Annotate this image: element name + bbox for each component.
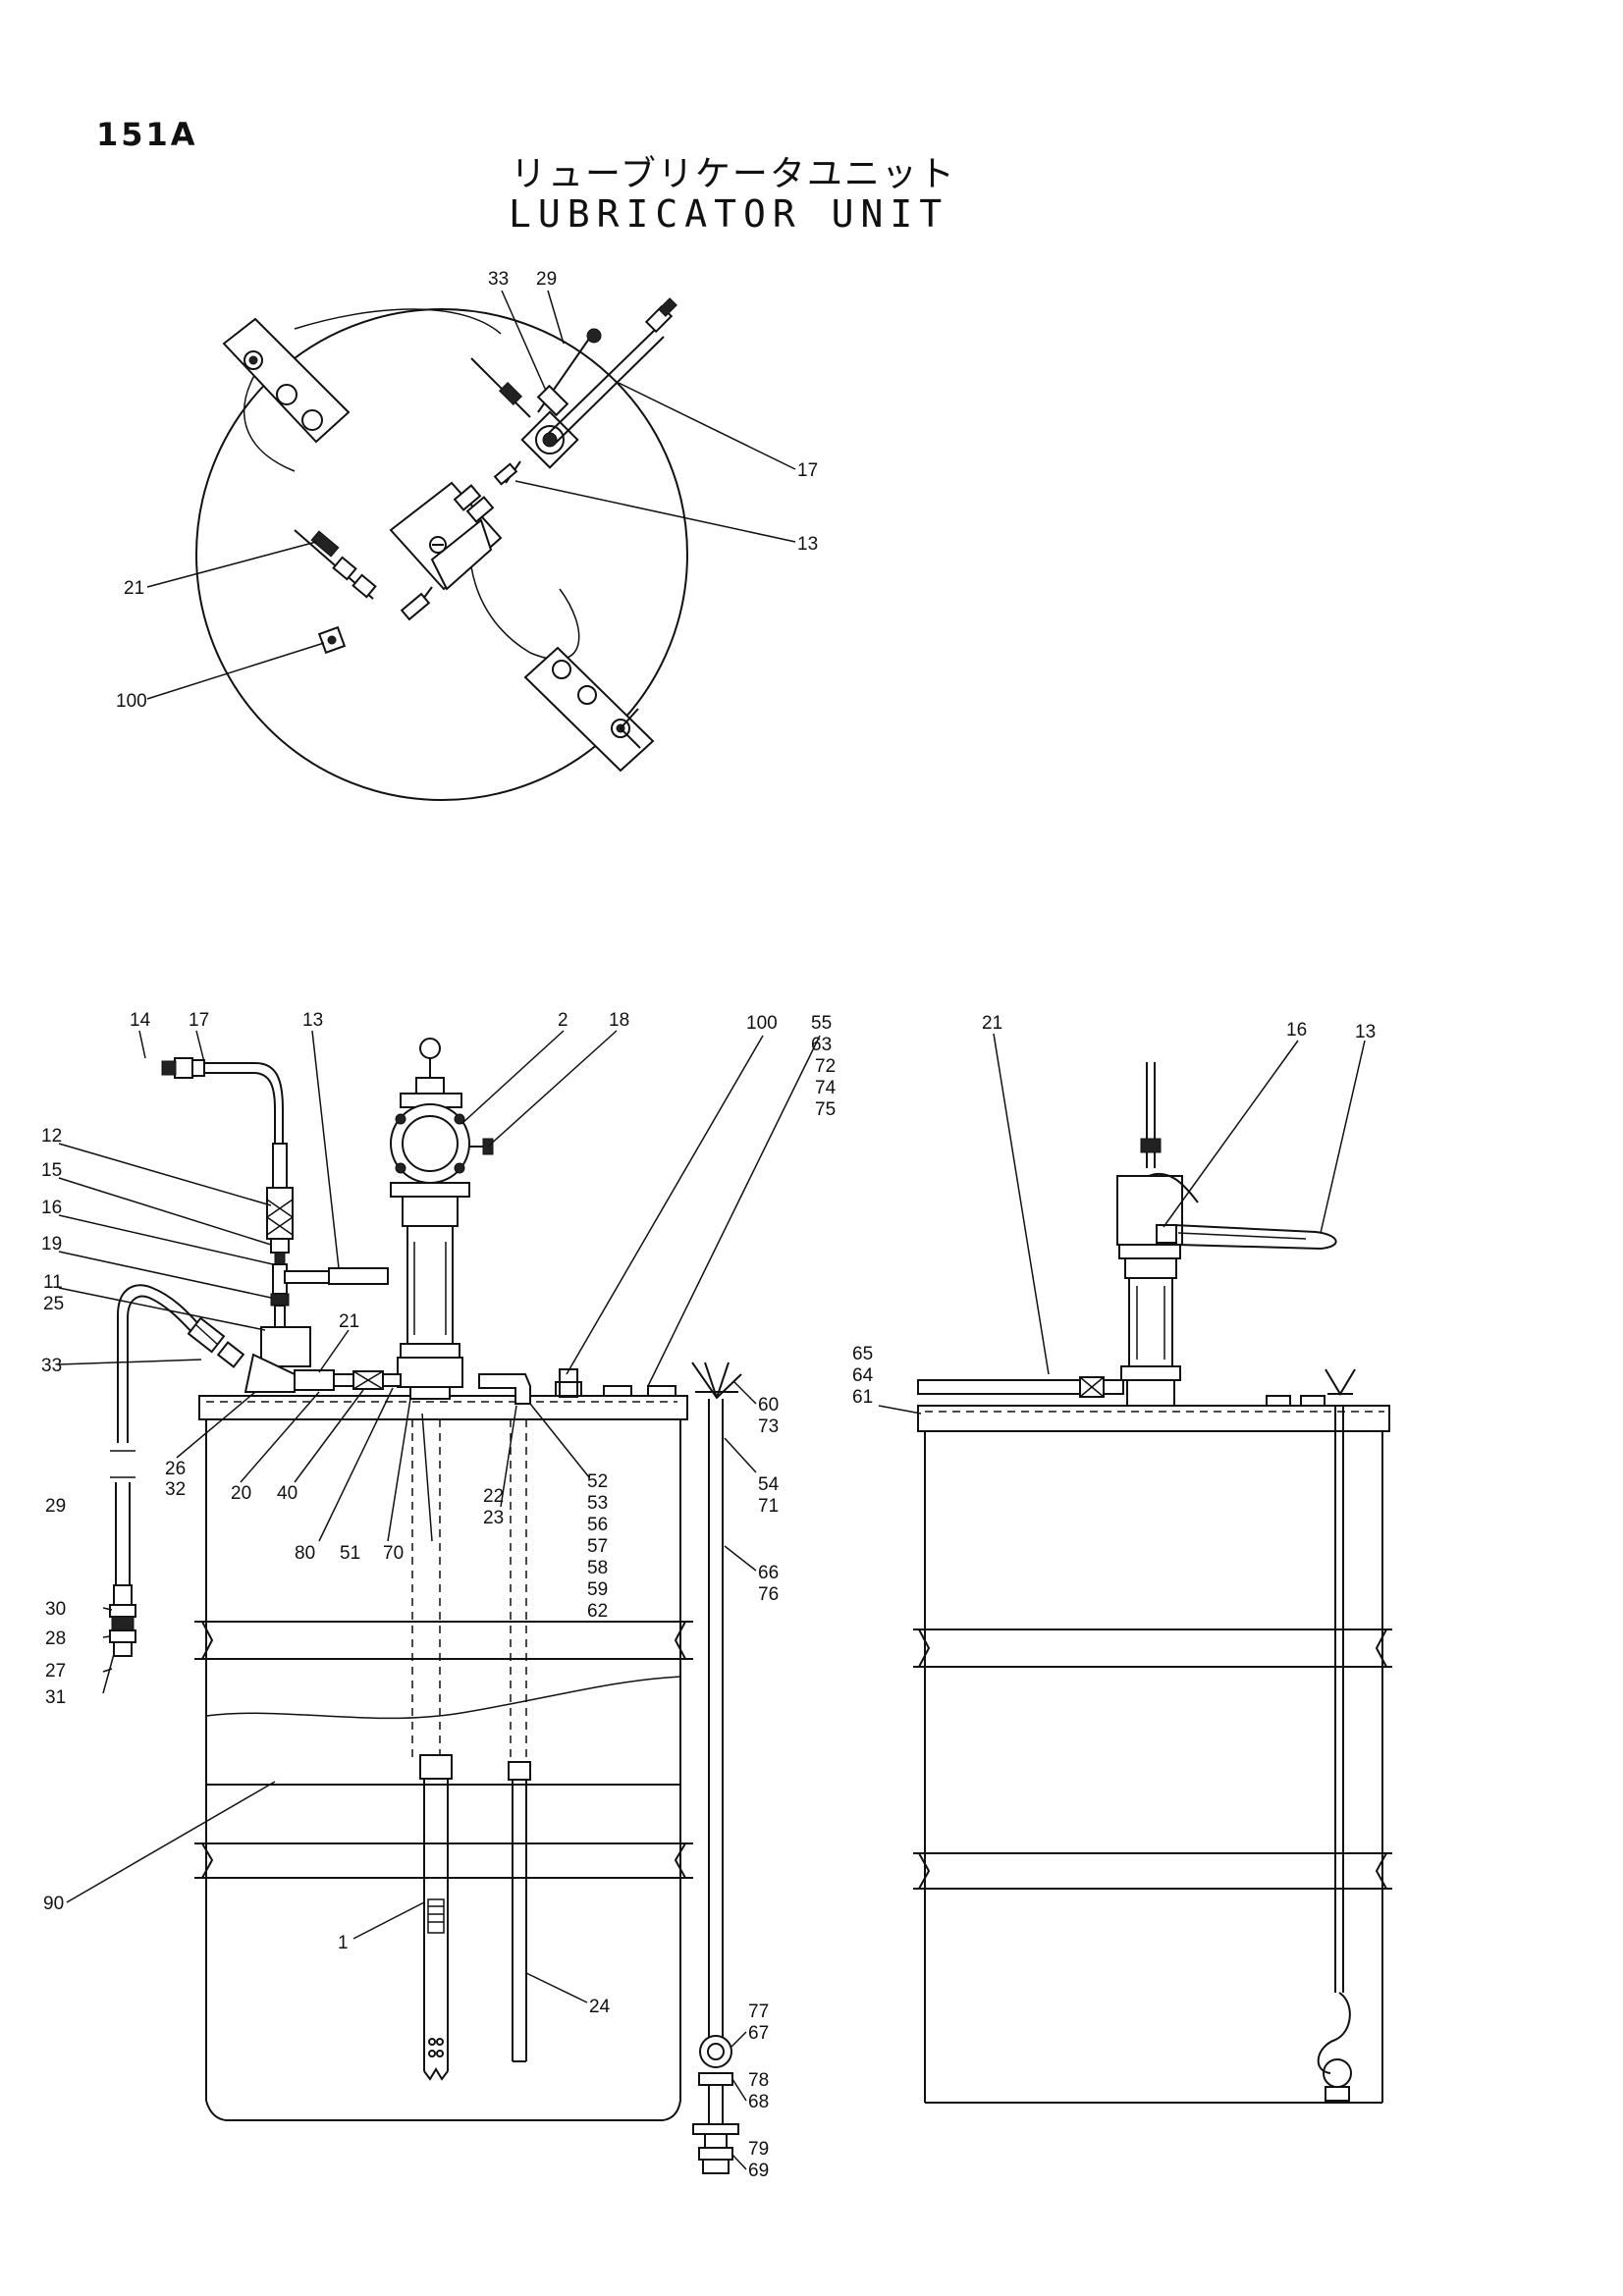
callout-20: 20 (231, 1483, 251, 1504)
callout-21-top: 21 (124, 578, 144, 599)
callout-30: 30 (45, 1599, 66, 1620)
callout-16-side: 16 (1286, 1020, 1307, 1041)
front-view-leaders (58, 1030, 821, 2170)
drum-top-circle (195, 308, 688, 801)
callout-64-side: 64 (852, 1365, 874, 1386)
callout-73: 73 (758, 1416, 779, 1437)
part-100-top (317, 625, 347, 655)
front-view-callout-labels: 14 17 13 2 18 100 55 63 72 74 75 12 15 1… (41, 1010, 837, 2181)
callout-25: 25 (43, 1294, 64, 1314)
callout-100: 100 (746, 1013, 778, 1034)
callout-70: 70 (383, 1543, 404, 1564)
callout-13-side: 13 (1355, 1022, 1376, 1042)
callout-27: 27 (45, 1661, 66, 1682)
callout-17: 17 (189, 1010, 209, 1031)
rod-side (1317, 1406, 1352, 2102)
side-view-leaders (878, 1033, 1366, 1415)
callout-67: 67 (748, 2023, 769, 2044)
top-view-leaders (146, 290, 796, 700)
callout-72: 72 (815, 1056, 836, 1077)
top-fittings-front (478, 1368, 676, 1405)
callout-52: 52 (587, 1471, 608, 1492)
callout-55: 55 (811, 1013, 832, 1034)
suction-pipe (411, 1419, 453, 2081)
pump-body-top (389, 481, 503, 621)
callout-76: 76 (758, 1584, 779, 1605)
callout-19: 19 (41, 1234, 62, 1255)
callout-32: 32 (165, 1479, 186, 1500)
callout-17-top: 17 (797, 460, 818, 481)
callout-57: 57 (587, 1536, 608, 1557)
callout-14: 14 (130, 1010, 151, 1031)
callout-13-top: 13 (797, 534, 818, 555)
callout-74: 74 (815, 1078, 837, 1098)
callout-68: 68 (748, 2092, 769, 2112)
callout-28: 28 (45, 1629, 66, 1649)
callout-65-side: 65 (852, 1344, 873, 1364)
callout-78: 78 (748, 2070, 769, 2091)
fitting-21-top (294, 529, 377, 600)
callout-23: 23 (483, 1508, 504, 1528)
pump-side (917, 1062, 1356, 1407)
side-view: 21 16 13 65 64 61 (852, 1013, 1392, 2104)
callout-31: 31 (45, 1687, 66, 1708)
callout-61-side: 61 (852, 1387, 873, 1408)
bracket-upper-left (222, 317, 351, 444)
callout-100-top: 100 (116, 691, 147, 712)
callout-80: 80 (295, 1543, 315, 1564)
side-view-callout-labels: 21 16 13 65 64 61 (852, 1013, 1376, 1408)
callout-33: 33 (41, 1356, 62, 1376)
callout-77: 77 (748, 2002, 769, 2022)
bracket-rod-front (691, 1362, 742, 2174)
callout-59: 59 (587, 1579, 608, 1600)
front-view: 14 17 13 2 18 100 55 63 72 74 75 12 15 1… (41, 1010, 837, 2181)
callout-26: 26 (165, 1459, 186, 1479)
callout-21-side: 21 (982, 1013, 1002, 1034)
callout-21: 21 (339, 1311, 359, 1332)
oil-level-line (205, 1676, 681, 1720)
callout-12: 12 (41, 1126, 62, 1147)
title-english: LUBRICATOR UNIT (509, 192, 949, 236)
callout-33-top: 33 (488, 269, 509, 290)
callout-18: 18 (609, 1010, 629, 1031)
callout-53: 53 (587, 1493, 608, 1514)
callout-13: 13 (302, 1010, 323, 1031)
hose-assembly-top (470, 297, 677, 486)
callout-56: 56 (587, 1515, 608, 1535)
callout-69: 69 (748, 2161, 769, 2181)
callout-79: 79 (748, 2139, 769, 2160)
callout-60: 60 (758, 1395, 779, 1415)
callout-66: 66 (758, 1563, 779, 1583)
callout-40: 40 (277, 1483, 298, 1504)
callout-24: 24 (589, 1997, 611, 2017)
callout-63: 63 (811, 1035, 832, 1055)
callout-22: 22 (483, 1486, 504, 1507)
callout-16: 16 (41, 1198, 62, 1218)
fitting-assembly-front (109, 1057, 402, 1657)
return-pipe (508, 1419, 531, 2062)
callout-15: 15 (41, 1160, 62, 1181)
callout-29-top: 29 (536, 269, 557, 290)
top-view: 33 29 17 13 21 100 (116, 269, 818, 801)
callout-54: 54 (758, 1474, 780, 1495)
drum-side (913, 1405, 1392, 2104)
top-view-callout-labels: 33 29 17 13 21 100 (116, 269, 818, 712)
callout-11: 11 (43, 1272, 63, 1293)
title-japanese: リューブリケータユニット (511, 154, 956, 194)
bracket-lower-right (523, 646, 655, 773)
callout-29: 29 (45, 1496, 66, 1517)
callout-2: 2 (558, 1010, 568, 1031)
callout-71: 71 (758, 1496, 779, 1517)
callout-62: 62 (587, 1601, 608, 1622)
callout-51: 51 (340, 1543, 360, 1564)
callout-90: 90 (43, 1894, 64, 1914)
page-number: 151A (96, 116, 198, 153)
callout-1: 1 (338, 1933, 349, 1953)
callout-75: 75 (815, 1099, 836, 1120)
pump-front (390, 1038, 494, 1400)
callout-58: 58 (587, 1558, 608, 1578)
